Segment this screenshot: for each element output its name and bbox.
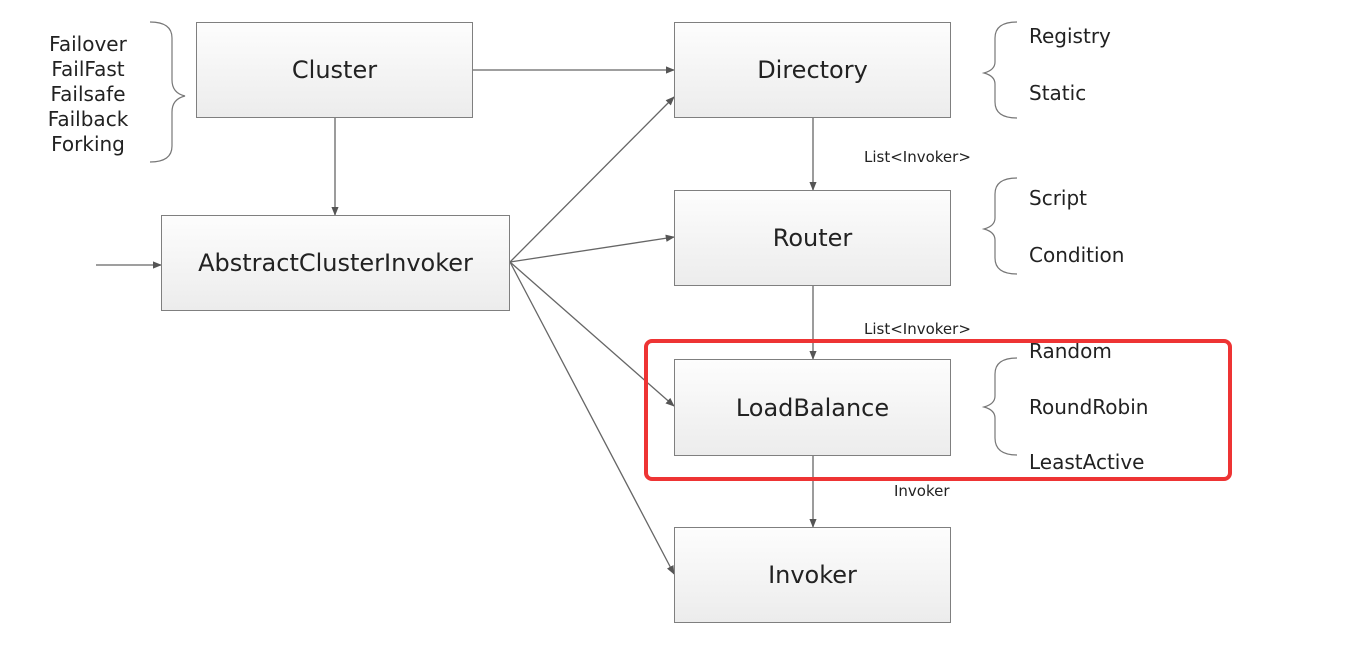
cluster-strategy-item: Failback xyxy=(47,107,129,131)
arrow-abstract-cluster-invoker-to-directory xyxy=(509,96,675,263)
directory-node-label: Directory xyxy=(757,56,868,84)
load-balance-node-label: LoadBalance xyxy=(735,393,890,422)
arrow-abstract-cluster-invoker-to-invoker xyxy=(509,261,675,575)
invoker-node[interactable]: Invoker xyxy=(674,527,951,623)
directory-type-item: Registry xyxy=(1029,24,1111,48)
load-balance-node[interactable]: LoadBalance xyxy=(674,359,951,456)
load-balance-type-item: LeastActive xyxy=(1029,450,1145,474)
edge-label-load-balance-to-invoker: Invoker xyxy=(894,482,950,500)
cluster-strategy-item: FailFast xyxy=(51,57,125,81)
cluster-strategy-item: Forking xyxy=(51,132,125,156)
edge-label-directory-to-router: List<Invoker> xyxy=(864,148,971,166)
edge-label-router-to-load-balance: List<Invoker> xyxy=(864,320,971,338)
cluster-node-label: Cluster xyxy=(291,56,378,84)
brace-load-balance-types xyxy=(981,357,1018,456)
abstract-cluster-invoker-node[interactable]: AbstractClusterInvoker xyxy=(161,215,510,311)
cluster-strategies-list: Failover FailFast Failsafe Failback Fork… xyxy=(40,32,136,160)
directory-type-item: Static xyxy=(1029,81,1087,105)
brace-directory-types xyxy=(981,21,1018,119)
load-balance-type-item: Random xyxy=(1029,339,1112,363)
load-balance-type-item: RoundRobin xyxy=(1029,394,1149,419)
cluster-strategy-item: Failover xyxy=(49,32,127,56)
router-node-label: Router xyxy=(772,224,853,252)
cluster-node[interactable]: Cluster xyxy=(196,22,473,118)
load-balance-types-list: Random RoundRobin LeastActive xyxy=(1029,339,1148,475)
abstract-cluster-invoker-node-label: AbstractClusterInvoker xyxy=(198,249,473,277)
invoker-node-label: Invoker xyxy=(768,561,857,589)
brace-router-types xyxy=(981,177,1018,275)
directory-node[interactable]: Directory xyxy=(674,22,951,118)
router-types-list: Script Condition xyxy=(1029,186,1124,268)
cluster-strategy-item: Failsafe xyxy=(50,82,126,106)
router-type-item: Script xyxy=(1029,186,1088,210)
router-node[interactable]: Router xyxy=(674,190,951,286)
brace-cluster-strategies xyxy=(149,21,186,163)
directory-types-list: Registry Static xyxy=(1029,24,1111,106)
arrow-abstract-cluster-invoker-to-router xyxy=(509,234,675,263)
load-balance-highlight-box xyxy=(644,339,1232,481)
router-type-item: Condition xyxy=(1029,243,1125,267)
